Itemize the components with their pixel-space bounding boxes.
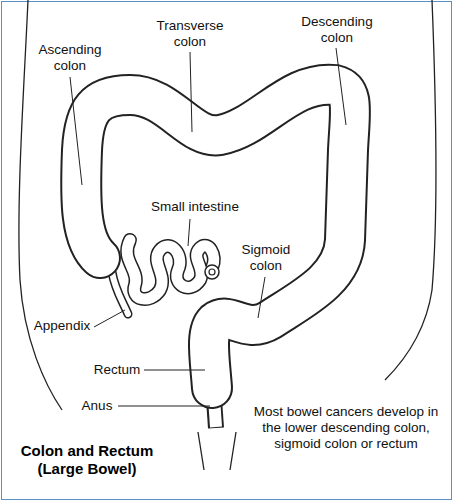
leader-line — [190, 52, 192, 132]
body-outline — [230, 432, 236, 470]
part-label: Anus — [76, 398, 118, 414]
part-label: Appendix — [30, 318, 94, 334]
colon-outline — [81, 85, 350, 388]
leader-line — [258, 277, 265, 318]
appendix-fill — [112, 272, 128, 314]
diagram-title: Colon and Rectum (Large Bowel) — [12, 442, 162, 478]
leader-line — [118, 406, 210, 407]
part-label: Ascending colon — [30, 42, 110, 74]
leader-line — [94, 310, 125, 327]
leader-line — [188, 219, 190, 246]
part-label: Rectum — [90, 362, 144, 378]
small-intestine — [127, 240, 219, 299]
part-label: Descending colon — [292, 14, 382, 46]
part-label: Transverse colon — [150, 18, 230, 50]
leader-lines — [70, 48, 346, 406]
body-outline — [198, 432, 204, 470]
part-label: Small intestine — [140, 199, 250, 215]
body-outline — [385, 0, 436, 380]
intestine-coil-outline — [127, 240, 214, 299]
part-label: Sigmoid colon — [230, 242, 302, 274]
intestine-end — [209, 269, 215, 275]
leader-line — [70, 77, 82, 185]
intestine-end — [205, 265, 219, 279]
colon-fill — [81, 85, 350, 388]
intestine-coil-fill — [127, 240, 214, 299]
leader-line — [144, 370, 205, 371]
leader-line — [336, 48, 346, 125]
appendix-outline — [112, 272, 128, 314]
note-text: Most bowel cancers develop in the lower … — [246, 404, 446, 452]
